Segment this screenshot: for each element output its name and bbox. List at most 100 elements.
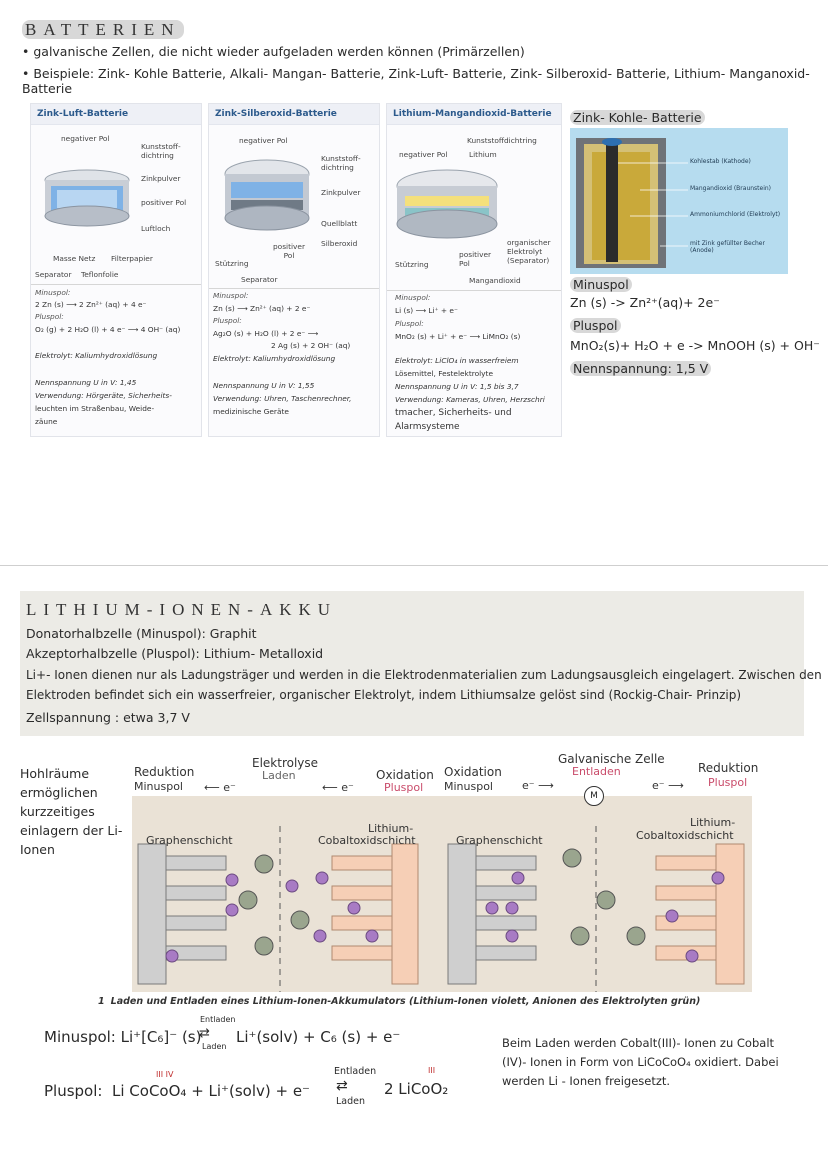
minuspol-eq: Li (s) ⟶ Li⁺ + e⁻	[395, 306, 458, 315]
minuspol-head: Minuspol:	[35, 288, 71, 297]
left-elektrolyse: Elektrolyse	[252, 756, 319, 770]
label-zinkpulver: Zinkpulver	[141, 174, 181, 183]
card-title: Zink-Silberoxid-Batterie	[209, 104, 379, 125]
batterien-bullet-2: • Beispiele: Zink- Kohle Batterie, Alkal…	[22, 66, 810, 96]
label-zinkbecher: mit Zink gefüllter Becher (Anode)	[690, 240, 765, 254]
pluspol-head: Pluspol:	[213, 316, 242, 325]
label-positiver-pol: positiver Pol	[459, 250, 492, 268]
zinkkohle-minuspol-eq: Zn (s) -> Zn²⁺(aq)+ 2e⁻	[570, 295, 720, 310]
batterien-bullet-1: • galvanische Zellen, die nicht wieder a…	[22, 44, 525, 59]
zink-silberoxid-cell-illustration	[224, 159, 310, 231]
label-teflonfolie: Teflonfolie	[81, 270, 119, 279]
right-entladen: Entladen	[572, 765, 621, 778]
zinkkohle-minuspol-head: Minuspol	[570, 277, 632, 292]
verwendung-line-1: Verwendung: Uhren, Taschenrechner,	[213, 394, 352, 403]
minuspol-arrow: ⇄	[199, 1026, 210, 1041]
diagram-caption: 1 Laden und Entladen eines Lithium-Ionen…	[98, 996, 701, 1007]
pluspol-eq: O₂ (g) + 2 H₂O (l) + 4 e⁻ ⟶ 4 OH⁻ (aq)	[35, 325, 181, 334]
lithium-info-box	[20, 591, 804, 736]
batterien-title: BATTERIEN	[22, 20, 184, 40]
label-filterpapier: Filterpapier	[111, 254, 153, 263]
label-lithium: Lithium	[469, 150, 497, 159]
minuspol-arrow-top: Entladen	[200, 1015, 236, 1024]
nennspannung: Nennspannung U in V: 1,55	[213, 381, 315, 390]
motor-icon: M	[584, 786, 604, 806]
label-kohlestab: Kohlestab (Kathode)	[690, 158, 751, 165]
pluspol-oxidation-states: III IV	[156, 1070, 174, 1079]
left-reduktion: Reduktion	[134, 765, 195, 779]
label-quellblatt: Quellblatt	[321, 219, 358, 228]
minuspol-equation: Minuspol: Li⁺[C₆]⁻ (s)	[44, 1028, 202, 1046]
zinkkohle-illustration: Kohlestab (Kathode) Mangandioxid (Brauns…	[570, 128, 788, 274]
lithium-line-4: Elektroden befindet sich ein wasserfreie…	[26, 688, 742, 702]
right-reduktion: Reduktion	[698, 761, 759, 775]
pluspol-oxidation-right: III	[428, 1066, 436, 1075]
pluspol-arrow: ⇄	[336, 1078, 348, 1094]
right-pluspol: Pluspol	[708, 776, 748, 789]
right-oxidation: Oxidation	[444, 765, 502, 779]
verwendung-line-2: medizinische Geräte	[213, 407, 289, 416]
zink-luft-cell-illustration	[44, 169, 130, 227]
card-zink-luft: Zink-Luft-Batterie negativer Pol Kunstst…	[30, 103, 202, 437]
pluspol-eq: Ag₂O (s) + H₂O (l) + 2 e⁻ ⟶	[213, 329, 319, 338]
minuspol-arrow-bottom: Laden	[202, 1042, 227, 1051]
label-silberoxid: Silberoxid	[321, 239, 358, 248]
electron-arrow-left-2: ⟵ e⁻	[322, 781, 354, 794]
label-kunststoffdichtring: Kunststoffdichtring	[467, 136, 537, 145]
lithium-line-5: Zellspannung : etwa 3,7 V	[26, 710, 190, 725]
pluspol-head: Pluspol:	[35, 312, 64, 321]
zinkkohle-pluspol-eq: MnO₂(s)+ H₂O + e -> MnOOH (s) + OH⁻	[570, 338, 820, 353]
label-masse-netz: Masse Netz	[53, 254, 96, 263]
label-luftloch: Luftloch	[141, 224, 171, 233]
elektrolyt: Elektrolyt: Kaliumhydroxidlösung	[213, 354, 336, 363]
left-minuspol: Minuspol	[134, 780, 183, 793]
ion-diagram	[132, 796, 752, 992]
minuspol-head: Minuspol:	[395, 293, 431, 302]
right-lithium-1: Lithium-	[690, 816, 736, 829]
verwendung-line-3: Alarmsysteme	[395, 422, 460, 432]
label-stuetzring: Stützring	[395, 260, 429, 269]
zinkkohle-pluspol-head: Pluspol	[570, 318, 621, 333]
label-negativer-pol: negativer Pol	[239, 136, 288, 145]
lithium-title: LITHIUM-IONEN-AKKU	[26, 600, 338, 619]
card-title: Lithium-Mangandioxid-Batterie	[387, 104, 561, 125]
label-negativer-pol: negativer Pol	[61, 134, 110, 143]
left-graphenschicht: Graphenschicht	[146, 834, 233, 847]
electron-arrow-right-2: e⁻ ⟶	[652, 779, 684, 792]
ion-diagram-graphics	[137, 826, 745, 992]
lithium-line-3: Li+- Ionen dienen nur als Ladungsträger …	[26, 668, 822, 682]
elektrolyt: Elektrolyt: Kaliumhydroxidlösung	[35, 351, 158, 360]
label-ammoniumchlorid: Ammoniumchlorid (Elektrolyt)	[690, 211, 781, 218]
label-stuetzring: Stützring	[215, 259, 249, 268]
verwendung-line-1: Verwendung: Kameras, Uhren, Herzschri	[395, 395, 545, 404]
label-organischer-elektrolyt: organischer Elektrolyt (Separator)	[507, 238, 551, 265]
label-mangandioxid: Mangandioxid (Braunstein)	[690, 185, 772, 192]
elektrolyt-1: Elektrolyt: LiClO₄ in wasserfreiem	[395, 356, 519, 365]
pluspol-equation-right: 2 LiCoO₂	[384, 1080, 449, 1098]
pluspol-equation: Pluspol: Li CoCoO₄ + Li⁺(solv) + e⁻	[44, 1082, 310, 1100]
left-lithium-1: Lithium-	[368, 822, 414, 835]
nennspannung: Nennspannung U in V: 1,5 bis 3,7	[395, 382, 519, 391]
right-minuspol: Minuspol	[444, 780, 493, 793]
lithium-line-1: Donatorhalbzelle (Minuspol): Graphit	[26, 626, 257, 641]
pluspol-eq-2: 2 Ag (s) + 2 OH⁻ (aq)	[271, 341, 351, 350]
right-galvanische-zelle: Galvanische Zelle	[558, 752, 665, 766]
pluspol-arrow-top: Entladen	[334, 1066, 377, 1077]
verwendung-line-2: leuchten im Straßenbau, Weide-	[35, 404, 155, 413]
verwendung-line-3: zäune	[35, 417, 58, 426]
card-title: Zink-Luft-Batterie	[31, 104, 201, 125]
zinkkohle-title: Zink- Kohle- Batterie	[570, 110, 705, 125]
electron-arrow-right: e⁻ ⟶	[522, 779, 554, 792]
label-separator: Separator	[35, 270, 72, 279]
label-positiver-pol: positiver Pol	[141, 198, 187, 207]
minuspol-equation-right: Li⁺(solv) + C₆ (s) + e⁻	[236, 1028, 401, 1046]
card-zink-silberoxid: Zink-Silberoxid-Batterie negativer Pol K…	[208, 103, 380, 437]
verwendung-line-1: Verwendung: Hörgeräte, Sicherheits-	[35, 391, 172, 400]
minuspol-eq: 2 Zn (s) ⟶ 2 Zn²⁺ (aq) + 4 e⁻	[35, 300, 147, 309]
right-graphenschicht: Graphenschicht	[456, 834, 543, 847]
zinkkohle-nennspannung: Nennspannung: 1,5 V	[570, 361, 712, 376]
cobalt-note: Beim Laden werden Cobalt(III)- Ionen zu …	[502, 1036, 779, 1088]
pluspol-head: Pluspol:	[395, 319, 424, 328]
left-oxidation: Oxidation	[376, 768, 434, 782]
lithium-mangandioxid-cell-illustration	[396, 169, 498, 239]
